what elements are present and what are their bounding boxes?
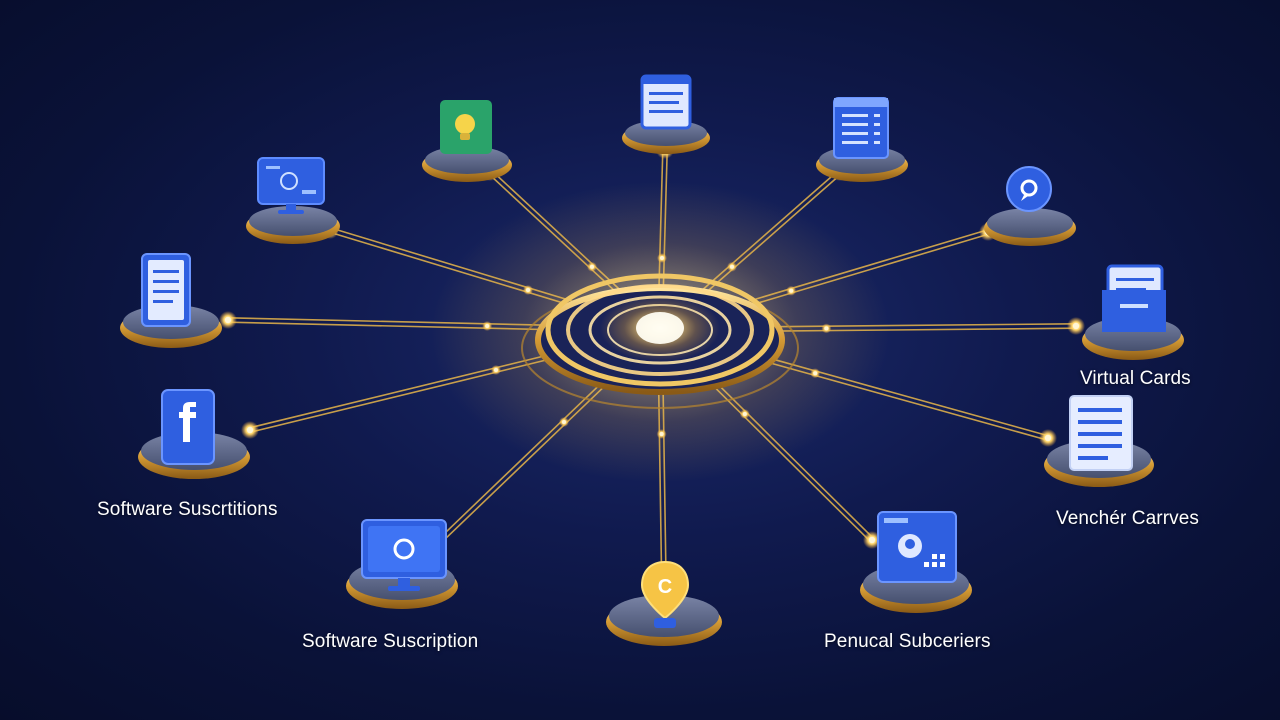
central-hub <box>430 182 890 482</box>
label-personal-subscribers: Penucal Subceriers <box>824 631 991 652</box>
location-pin-icon: C <box>638 560 692 632</box>
node-support <box>982 198 1078 250</box>
lightbulb-card-icon <box>438 98 494 156</box>
monitor-icon <box>360 518 448 592</box>
invoice-document-icon <box>1068 394 1134 472</box>
hub-icon-letter: C <box>658 576 672 598</box>
card-folder-icon <box>1100 264 1168 336</box>
node-billing-dashboard <box>244 196 342 248</box>
label-software-subscription-bottom: Software Suscription <box>302 631 479 652</box>
label-virtual-cards: Virtual Cards <box>1080 368 1191 389</box>
monitor-dashboard-icon <box>256 156 326 218</box>
card-reader-icon <box>876 510 958 586</box>
label-vendor-cards: Venchér Carrves <box>1056 508 1200 529</box>
social-app-icon <box>160 388 216 466</box>
label-software-subscriptions-left: Software Suscrtitions <box>97 499 278 520</box>
document-list-icon <box>640 74 692 130</box>
document-icon <box>140 252 192 328</box>
chat-bubble-icon <box>1004 164 1054 216</box>
spreadsheet-icon <box>832 96 890 160</box>
